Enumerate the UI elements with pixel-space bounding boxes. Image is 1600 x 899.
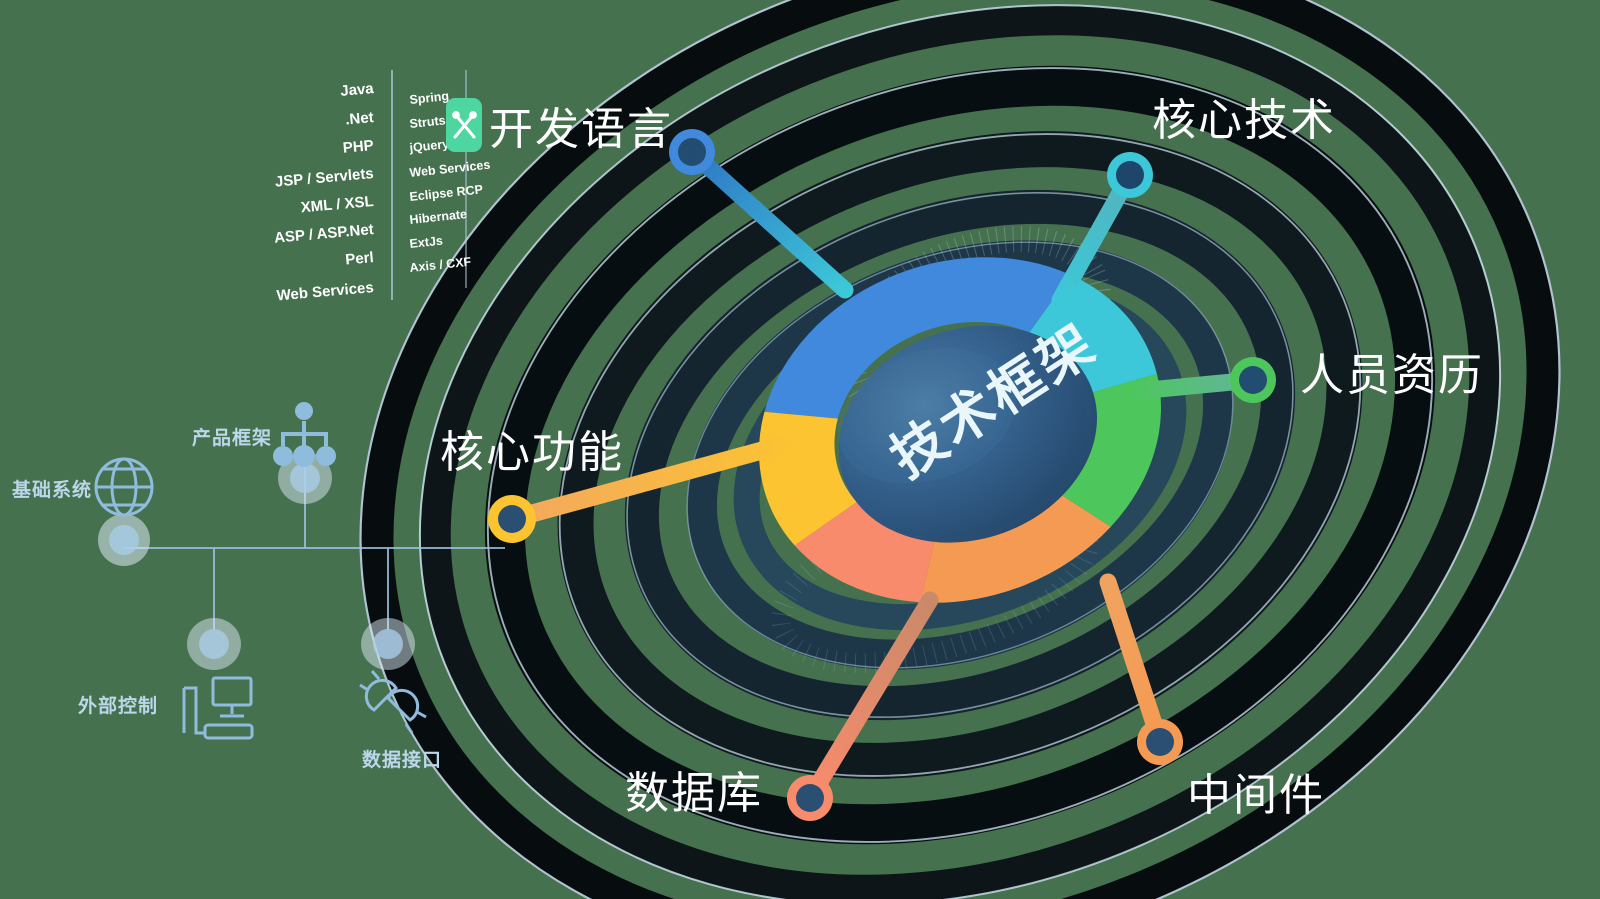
orbit-outline-2: [418, 4, 1502, 899]
orbit-system: [359, 0, 1561, 899]
node-core: [109, 525, 139, 555]
donut-segment-middleware[interactable]: [900, 476, 1119, 620]
tech-list-left-column: Java .Net PHP JSP / Servlets XML / XSL A…: [273, 80, 375, 304]
spoke-node-core-dev-language: [678, 138, 706, 166]
tech-stack-list: Java .Net PHP JSP / Servlets XML / XSL A…: [273, 70, 491, 304]
spoke-node-core-personnel: [1239, 366, 1267, 394]
orbit-band-5: [624, 189, 1296, 721]
spoke-node-core-middleware: [1146, 728, 1174, 756]
diagram-label-external-control: 外部控制: [78, 694, 158, 717]
donut-segment-database[interactable]: [788, 481, 954, 636]
donut-hub: [838, 325, 1098, 543]
orbit-outline-3: [486, 67, 1434, 843]
hub-highlight: [837, 347, 1017, 484]
spoke-dev-language[interactable]: [669, 129, 854, 299]
spoke-line-core-tech: [1051, 166, 1139, 309]
left-system-diagram: 基础系统 产品框架: [11, 402, 505, 771]
spoke-core-tech[interactable]: [1051, 152, 1153, 309]
spoke-core-function[interactable]: [488, 431, 809, 543]
tech-item: .Net: [345, 109, 375, 128]
diagram-node-data-interface[interactable]: 数据接口: [359, 618, 442, 771]
globe-icon: [94, 457, 154, 517]
orbit-outline-1: [359, 0, 1561, 899]
tools-icon[interactable]: [446, 98, 482, 152]
orbit-band-4: [557, 131, 1363, 779]
orbit-band-3: [484, 65, 1436, 845]
orbit-outline-4: [558, 133, 1362, 777]
spoke-label-personnel: 人员资历: [1300, 351, 1484, 400]
tech-item: PHP: [342, 137, 374, 157]
spoke-personnel[interactable]: [1119, 357, 1276, 403]
tech-item: jQuery: [408, 137, 450, 155]
spoke-label-core-function: 核心功能: [440, 428, 624, 477]
tech-item: ExtJs: [409, 234, 444, 251]
tech-item: Hibernate: [409, 207, 468, 227]
tools-icon-glyph: [452, 111, 477, 139]
tech-item: Axis / CXF: [409, 255, 472, 275]
donut-segment-personnel[interactable]: [1027, 369, 1201, 541]
plug-connector-icon: [359, 670, 427, 734]
orbit-band-1: [359, 0, 1561, 899]
spoke-label-middleware: 中间件: [1187, 771, 1325, 820]
diagram-label-data-interface: 数据接口: [362, 748, 442, 771]
spoke-middleware[interactable]: [1099, 573, 1183, 765]
diagram-node-product-frame[interactable]: 产品框架: [192, 402, 336, 504]
monitor-keyboard-icon: [182, 676, 254, 740]
spoke-label-dev-language: 开发语言: [489, 105, 673, 154]
node-core: [373, 629, 403, 659]
orbit-outline-5: [626, 192, 1294, 718]
diagram-node-base-system[interactable]: 基础系统: [11, 457, 154, 566]
org-chart-icon: [273, 402, 336, 467]
spoke-label-database: 数据库: [625, 769, 763, 818]
diagram-node-external-control[interactable]: 外部控制: [78, 618, 254, 740]
diagram-label-product-frame: 产品框架: [192, 426, 272, 449]
spoke-node-core-database: [796, 784, 824, 812]
orbit-band-2: [420, 5, 1500, 899]
spoke-line-database: [801, 591, 939, 807]
spoke-line-core-function: [503, 431, 809, 528]
node-core: [199, 629, 229, 659]
diagram-label-base-system: 基础系统: [11, 478, 92, 501]
tech-item: Java: [340, 80, 375, 100]
node-core: [290, 463, 320, 493]
spoke-node-core-core-tech: [1116, 161, 1144, 189]
spoke-node-core-core-function: [498, 505, 526, 533]
orbit-outline-6: [686, 241, 1234, 669]
spoke-line-middleware: [1099, 573, 1169, 751]
tech-item: XML / XSL: [300, 193, 374, 216]
spoke-database[interactable]: [787, 591, 939, 821]
spoke-label-core-tech: 核心技术: [1152, 96, 1336, 145]
tech-item: Spring: [409, 89, 450, 107]
tech-item: Struts: [409, 113, 446, 131]
donut-segment-dev-language[interactable]: [736, 218, 1090, 441]
spoke-line-dev-language: [683, 143, 854, 299]
tech-item: Perl: [345, 249, 375, 268]
tech-list-right-column: Spring Struts jQuery Web Services Eclips…: [408, 89, 491, 275]
